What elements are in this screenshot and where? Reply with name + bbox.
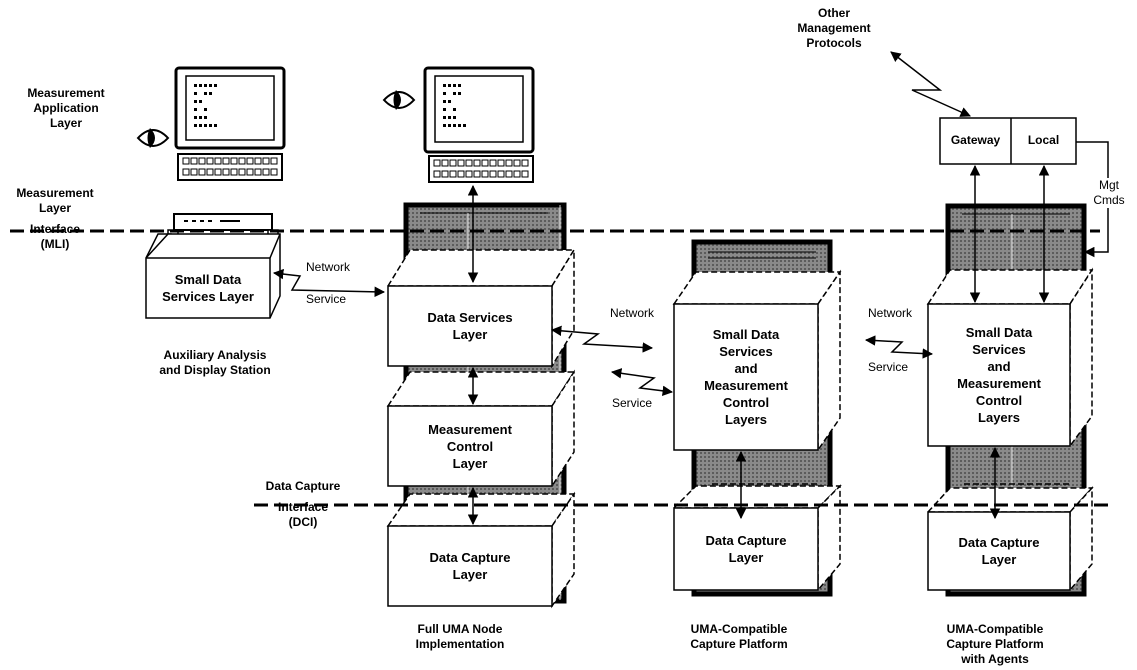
eye-icon [382, 90, 416, 110]
agent-platform-data-capture-box: Data Capture Layer [958, 535, 1040, 567]
full-node-data-capture-box: Data Capture Layer [429, 550, 511, 582]
other-management-protocols-label: Other Management Protocols [797, 6, 871, 50]
data-services-layer-box: Data Services Layer [427, 310, 513, 342]
full-node-caption: Full UMA Node Implementation [415, 622, 505, 651]
network-label-1: Network [305, 260, 350, 274]
capture-platform-data-capture-box: Data Capture Layer [705, 533, 787, 565]
dci-label: Data Capture Interface (DCI) [265, 479, 341, 529]
capture-platform-services-box: Small Data Services and Measurement Cont… [704, 327, 788, 427]
service-label-2: Service [611, 396, 652, 410]
gateway-label: Gateway [950, 133, 1001, 147]
gateway-local-box [939, 117, 1077, 165]
full-node-rack [386, 202, 576, 609]
arrow-network-service-1 [272, 268, 386, 298]
monitor-icon [423, 66, 535, 154]
aux-small-data-services-box: Small Data Services Layer [162, 272, 254, 304]
service-label-1: Service [305, 292, 346, 306]
auxiliary-device [145, 213, 281, 319]
arrow-network-service-3 [864, 335, 934, 359]
capture-platform-rack [672, 239, 842, 597]
monitor-icon [174, 66, 286, 150]
arrow-network-service-2b [610, 368, 674, 397]
eye-icon [136, 128, 170, 148]
local-label: Local [1027, 133, 1060, 147]
arrow-network-service-2a [550, 325, 654, 353]
aux-station-caption: Auxiliary Analysis and Display Station [159, 348, 271, 377]
network-label-2: Network [609, 306, 654, 320]
measurement-application-layer-label: Measurement Application Layer [27, 86, 105, 130]
arrow-other-protocols [890, 51, 971, 117]
mli-label: Measurement Layer Interface (MLI) [16, 186, 94, 251]
mgt-cmds-label: Mgt Cmds [1089, 178, 1129, 208]
network-label-3: Network [867, 306, 912, 320]
workstation-2 [382, 66, 535, 183]
workstation-1 [136, 66, 286, 181]
agent-platform-services-box: Small Data Services and Measurement Cont… [957, 325, 1041, 425]
service-label-3: Service [867, 360, 908, 374]
measurement-control-layer-box: Measurement Control Layer [428, 421, 512, 471]
keyboard-icon [428, 155, 534, 183]
capture-platform-caption: UMA-Compatible Capture Platform [690, 622, 788, 651]
agent-platform-caption: UMA-Compatible Capture Platform with Age… [946, 622, 1044, 666]
keyboard-icon [177, 153, 283, 181]
